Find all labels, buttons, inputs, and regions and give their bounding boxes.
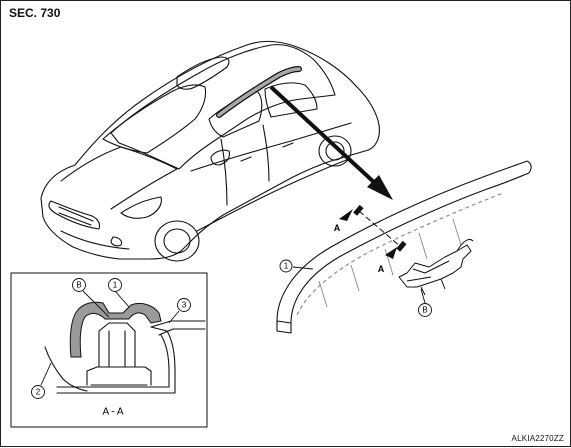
callout-detailB-section: B	[72, 278, 110, 318]
car-headlight	[120, 196, 162, 219]
arrow-icon	[269, 85, 393, 200]
svg-text:1: 1	[284, 262, 289, 271]
roof-molding-highlight-fill	[217, 67, 301, 117]
car-front-wheel	[154, 220, 200, 262]
car-body-outline	[40, 40, 380, 260]
clip-icon	[398, 238, 474, 296]
molding-section	[69, 301, 162, 358]
molding-strip	[276, 160, 532, 334]
callout-part2-section: 2	[31, 362, 52, 399]
section-title: SEC. 730	[9, 6, 61, 20]
section-line-aa: A A	[334, 204, 407, 274]
car-roof	[110, 44, 336, 170]
callout-part3-section: 3	[168, 298, 191, 324]
car-windshield	[102, 84, 207, 154]
svg-text:3: 3	[182, 301, 187, 310]
svg-text:B: B	[422, 306, 427, 315]
reference-code: ALKIA2270ZZ	[511, 434, 564, 443]
car-grille	[48, 200, 101, 230]
svg-text:1: 1	[113, 281, 118, 290]
callout-part1-strip: 1	[279, 259, 314, 273]
car-rear-door-window	[264, 82, 318, 118]
section-marker-lower: A	[378, 264, 385, 274]
car-rear-wheel	[318, 135, 352, 167]
section-caption: A - A	[102, 407, 123, 418]
svg-text:2: 2	[36, 388, 41, 397]
car-mirror	[210, 149, 231, 166]
section-marker-upper: A	[334, 223, 341, 233]
callout-detailB-clip: B	[418, 288, 432, 317]
cross-section-detail: B 1 3 2 A - A	[10, 272, 208, 428]
svg-text:B: B	[76, 281, 81, 290]
callout-part1-section: 1	[108, 278, 130, 308]
car-sunroof	[176, 56, 230, 90]
sedan-illustration	[40, 40, 380, 262]
